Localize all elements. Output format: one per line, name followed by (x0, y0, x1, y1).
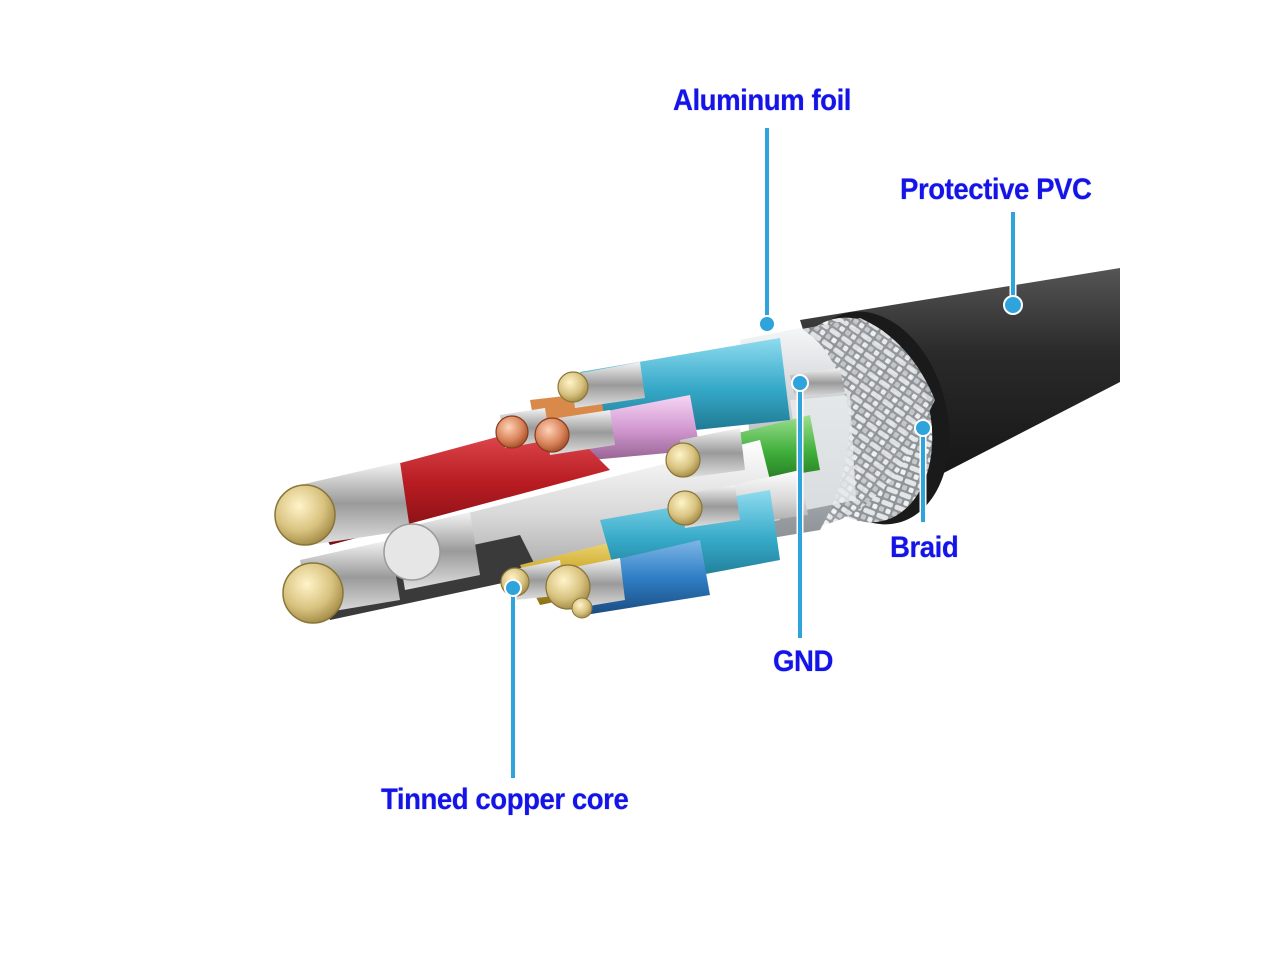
label-tinned-copper-core: Tinned copper core (381, 783, 629, 816)
leader-protective-pvc (1003, 212, 1023, 315)
leader-tinned-copper-core (504, 579, 522, 778)
leader-aluminum-foil (758, 128, 776, 333)
white-strand-face (383, 523, 441, 581)
label-protective-pvc: Protective PVC (900, 173, 1092, 206)
tinned-core-face-1 (274, 484, 336, 546)
label-braid: Braid (890, 531, 959, 564)
conductor-end-faces (274, 371, 703, 624)
copper-face-2 (534, 417, 570, 453)
leader-braid (914, 419, 932, 522)
tinned-face-small-2 (665, 442, 701, 478)
tinned-face-small-6 (571, 597, 593, 619)
leader-gnd (791, 374, 809, 638)
leader-lines (504, 128, 1023, 778)
tinned-face-small-3 (667, 490, 703, 526)
label-gnd: GND (773, 645, 833, 678)
tinned-face-small-1 (557, 371, 589, 403)
label-aluminum-foil: Aluminum foil (673, 84, 852, 117)
copper-face-1 (495, 415, 529, 449)
tinned-core-face-2 (282, 562, 344, 624)
